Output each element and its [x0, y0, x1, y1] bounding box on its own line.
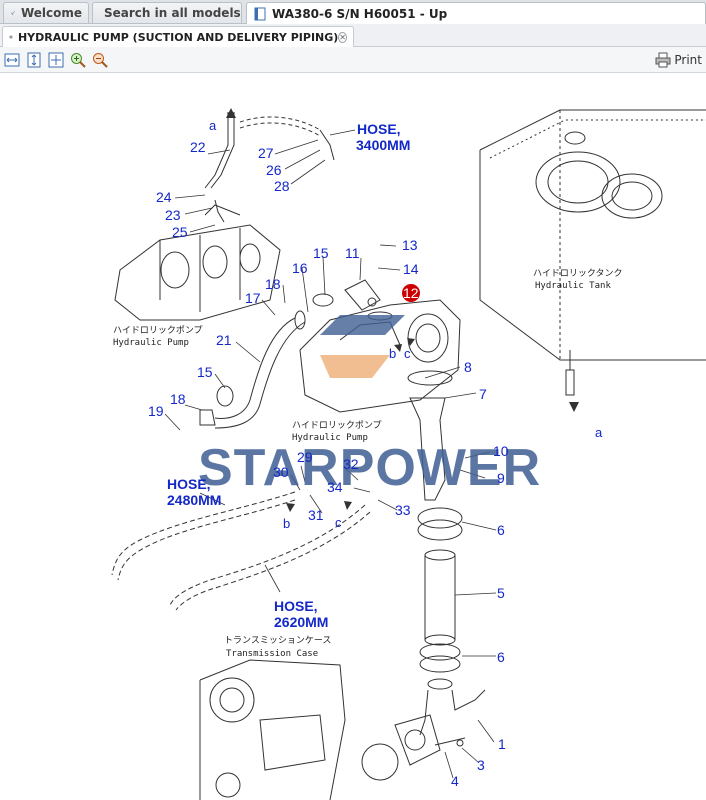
- print-label: Print: [674, 53, 702, 67]
- letter-b-hose: b: [283, 516, 290, 531]
- tab-welcome[interactable]: Welcome: [3, 2, 89, 23]
- print-button[interactable]: Print: [655, 51, 702, 69]
- zoom-in-icon[interactable]: [70, 52, 86, 68]
- callout-14: 14: [403, 261, 419, 277]
- callout-27: 27: [258, 145, 274, 161]
- tab-bar: Welcome Search in all models WA380-6 S/N…: [0, 0, 706, 24]
- callout-30: 30: [273, 464, 289, 480]
- callout-24: 24: [156, 189, 172, 205]
- rocket-icon: [10, 10, 16, 16]
- callout-15b: 15: [197, 364, 213, 380]
- callout-20: 18: [170, 391, 186, 407]
- callout-highlight: [402, 284, 420, 302]
- callout-32: 32: [343, 456, 359, 472]
- callout-4: 4: [451, 773, 459, 789]
- pump-left-note-en: Hydraulic Pump: [113, 338, 189, 348]
- letter-c-hose: c: [335, 515, 342, 530]
- callout-23: 23: [165, 207, 181, 223]
- transmission-note-jp: トランスミッションケース: [224, 635, 331, 646]
- tab-model[interactable]: WA380-6 S/N H60051 - Up: [246, 2, 706, 24]
- hydraulic-pump-left: [114, 204, 281, 321]
- callout-34: 34: [327, 479, 343, 495]
- callout-8: 8: [464, 359, 472, 375]
- callout-1: 1: [498, 736, 506, 752]
- fit-page-icon[interactable]: [48, 52, 64, 68]
- callout-3: 3: [477, 757, 485, 773]
- watermark-text: STARPOWER: [198, 439, 541, 497]
- hose-2480-line2: 2480MM: [167, 492, 221, 508]
- connection-arrows: [226, 108, 579, 512]
- fit-width-icon[interactable]: [4, 52, 20, 68]
- callout-26: 26: [266, 162, 282, 178]
- viewer-toolbar: Print: [0, 47, 706, 73]
- callout-7: 7: [479, 386, 487, 402]
- suction-hose-21: [199, 310, 306, 429]
- delivery-pipe-stack: [394, 370, 486, 766]
- hose-3400-line1: HOSE,: [357, 121, 401, 137]
- tank-note-en: Hydraulic Tank: [535, 281, 611, 291]
- callout-25: 25: [172, 224, 188, 240]
- callout-16: 16: [292, 260, 308, 276]
- leader-lines: [164, 129, 497, 779]
- zoom-out-icon[interactable]: [92, 52, 108, 68]
- callout-18: 18: [265, 276, 281, 292]
- transmission-case: [199, 659, 399, 800]
- callout-19: 19: [148, 403, 164, 419]
- callout-29: 29: [297, 449, 313, 465]
- document-title: HYDRAULIC PUMP (SUCTION AND DELIVERY PIP…: [17, 30, 339, 44]
- letter-a-right: a: [595, 425, 603, 440]
- callout-11: 11: [345, 245, 360, 261]
- hydraulic-tank-outline: [479, 109, 706, 396]
- close-icon[interactable]: ✕: [338, 31, 347, 43]
- callout-numbers: 1 2 3 4 5 6 6 7 8 9 10 11 12 13 14 15 15…: [148, 139, 509, 789]
- callout-22: 22: [190, 139, 206, 155]
- tank-note-jp: ハイドロリックタンク: [533, 268, 622, 279]
- tab-search[interactable]: Search in all models: [92, 2, 242, 23]
- hose-2620-line2: 2620MM: [274, 614, 328, 630]
- callout-10: 10: [493, 443, 509, 459]
- hose-2620-line1: HOSE,: [274, 598, 318, 614]
- hose-labels: HOSE, 3400MM HOSE, 2480MM HOSE, 2620MM: [167, 121, 410, 630]
- watermark: STARPOWER: [198, 315, 541, 497]
- document-tab-bar: HYDRAULIC PUMP (SUCTION AND DELIVERY PIP…: [0, 24, 706, 47]
- document-icon: [254, 7, 266, 20]
- hose-3400-line2: 3400MM: [356, 137, 410, 153]
- hose-3400: [204, 112, 335, 223]
- letter-c-pump: c: [404, 346, 411, 361]
- pump-left-note-jp: ハイドロリックポンプ: [113, 325, 203, 336]
- callout-6a: 6: [497, 522, 505, 538]
- tab-welcome-label: Welcome: [20, 6, 82, 20]
- tab-model-label: WA380-6 S/N H60051 - Up: [272, 6, 448, 21]
- hose-2480-line1: HOSE,: [167, 476, 211, 492]
- callout-15a: 15: [313, 245, 329, 261]
- hose-2480: [111, 491, 296, 581]
- parts-diagram-svg: ハイドロリックタンク Hydraulic Tank ハイドロリックポンプ Hyd…: [111, 108, 706, 800]
- callout-6b: 6: [497, 649, 505, 665]
- callout-9: 9: [497, 470, 505, 486]
- transmission-note-en: Transmission Case: [226, 649, 318, 659]
- settings-icon: [9, 35, 13, 39]
- hydraulic-pump-center: [299, 279, 461, 413]
- hose-2620: [169, 504, 371, 611]
- callout-28: 28: [274, 178, 290, 194]
- callout-5: 5: [497, 585, 505, 601]
- tab-search-label: Search in all models: [104, 6, 241, 20]
- callout-12: 12: [403, 285, 419, 301]
- document-tab[interactable]: HYDRAULIC PUMP (SUCTION AND DELIVERY PIP…: [2, 26, 354, 47]
- callout-33: 33: [395, 502, 411, 518]
- callout-13: 13: [402, 237, 418, 253]
- parts-diagram: ハイドロリックタンク Hydraulic Tank ハイドロリックポンプ Hyd…: [0, 74, 706, 800]
- fit-height-icon[interactable]: [26, 52, 42, 68]
- pump-center-note-en: Hydraulic Pump: [292, 433, 368, 443]
- callout-31: 31: [308, 507, 324, 523]
- callout-17: 17: [245, 290, 261, 306]
- letter-b-pump: b: [389, 346, 396, 361]
- connection-letters: a a b b c c: [209, 118, 603, 531]
- callout-21: 21: [216, 332, 232, 348]
- pump-center-note-jp: ハイドロリックポンプ: [292, 420, 382, 431]
- letter-a-top: a: [209, 118, 217, 133]
- printer-icon: [655, 52, 671, 68]
